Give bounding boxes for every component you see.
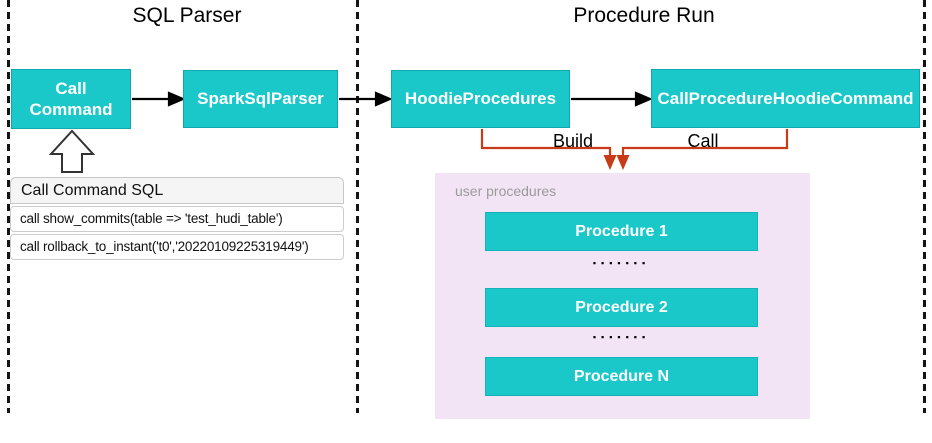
call-command-sql-panel: Call Command SQL call show_commits(table…	[10, 177, 344, 260]
ellipsis-dots: ▪▪▪▪▪▪▪	[592, 258, 651, 268]
sql-example-row: call rollback_to_instant('t0','202201092…	[10, 234, 344, 260]
edge-label-call: Call	[687, 131, 719, 151]
arrowhead-right-icon	[374, 91, 393, 107]
user-procedures-panel: user procedures Procedure 1 ▪▪▪▪▪▪▪ Proc…	[435, 173, 810, 419]
red-arrowheads	[603, 155, 630, 170]
node-procedure-1: Procedure 1	[485, 212, 758, 251]
middle-dashed-border	[356, 0, 359, 413]
node-procedure-n: Procedure N	[485, 357, 758, 396]
node-procedure-2: Procedure 2	[485, 288, 758, 327]
arrowhead-down-icon	[603, 155, 617, 170]
right-dashed-border	[923, 0, 926, 413]
node-spark-sql-parser: SparkSqlParser	[183, 70, 338, 128]
section-title-sql-parser: SQL Parser	[132, 4, 242, 27]
user-procedures-label: user procedures	[455, 183, 557, 199]
edge-label-build: Build	[552, 131, 594, 151]
sql-example-row: call show_commits(table => 'test_hudi_ta…	[10, 206, 344, 232]
arrowhead-right-icon	[167, 91, 186, 107]
node-call-command: Call Command	[11, 69, 131, 129]
left-dashed-border	[7, 0, 10, 413]
arrowhead-down-icon	[616, 155, 630, 170]
node-call-procedure-hoodie-command: CallProcedureHoodieCommand	[651, 69, 920, 128]
arrowhead-right-icon	[634, 91, 653, 107]
ellipsis-dots: ▪▪▪▪▪▪▪	[592, 332, 651, 342]
node-hoodie-procedures: HoodieProcedures	[391, 70, 570, 128]
sql-panel-header: Call Command SQL	[10, 177, 344, 204]
section-title-procedure-run: Procedure Run	[573, 4, 715, 27]
hollow-up-arrow-icon	[48, 129, 96, 173]
